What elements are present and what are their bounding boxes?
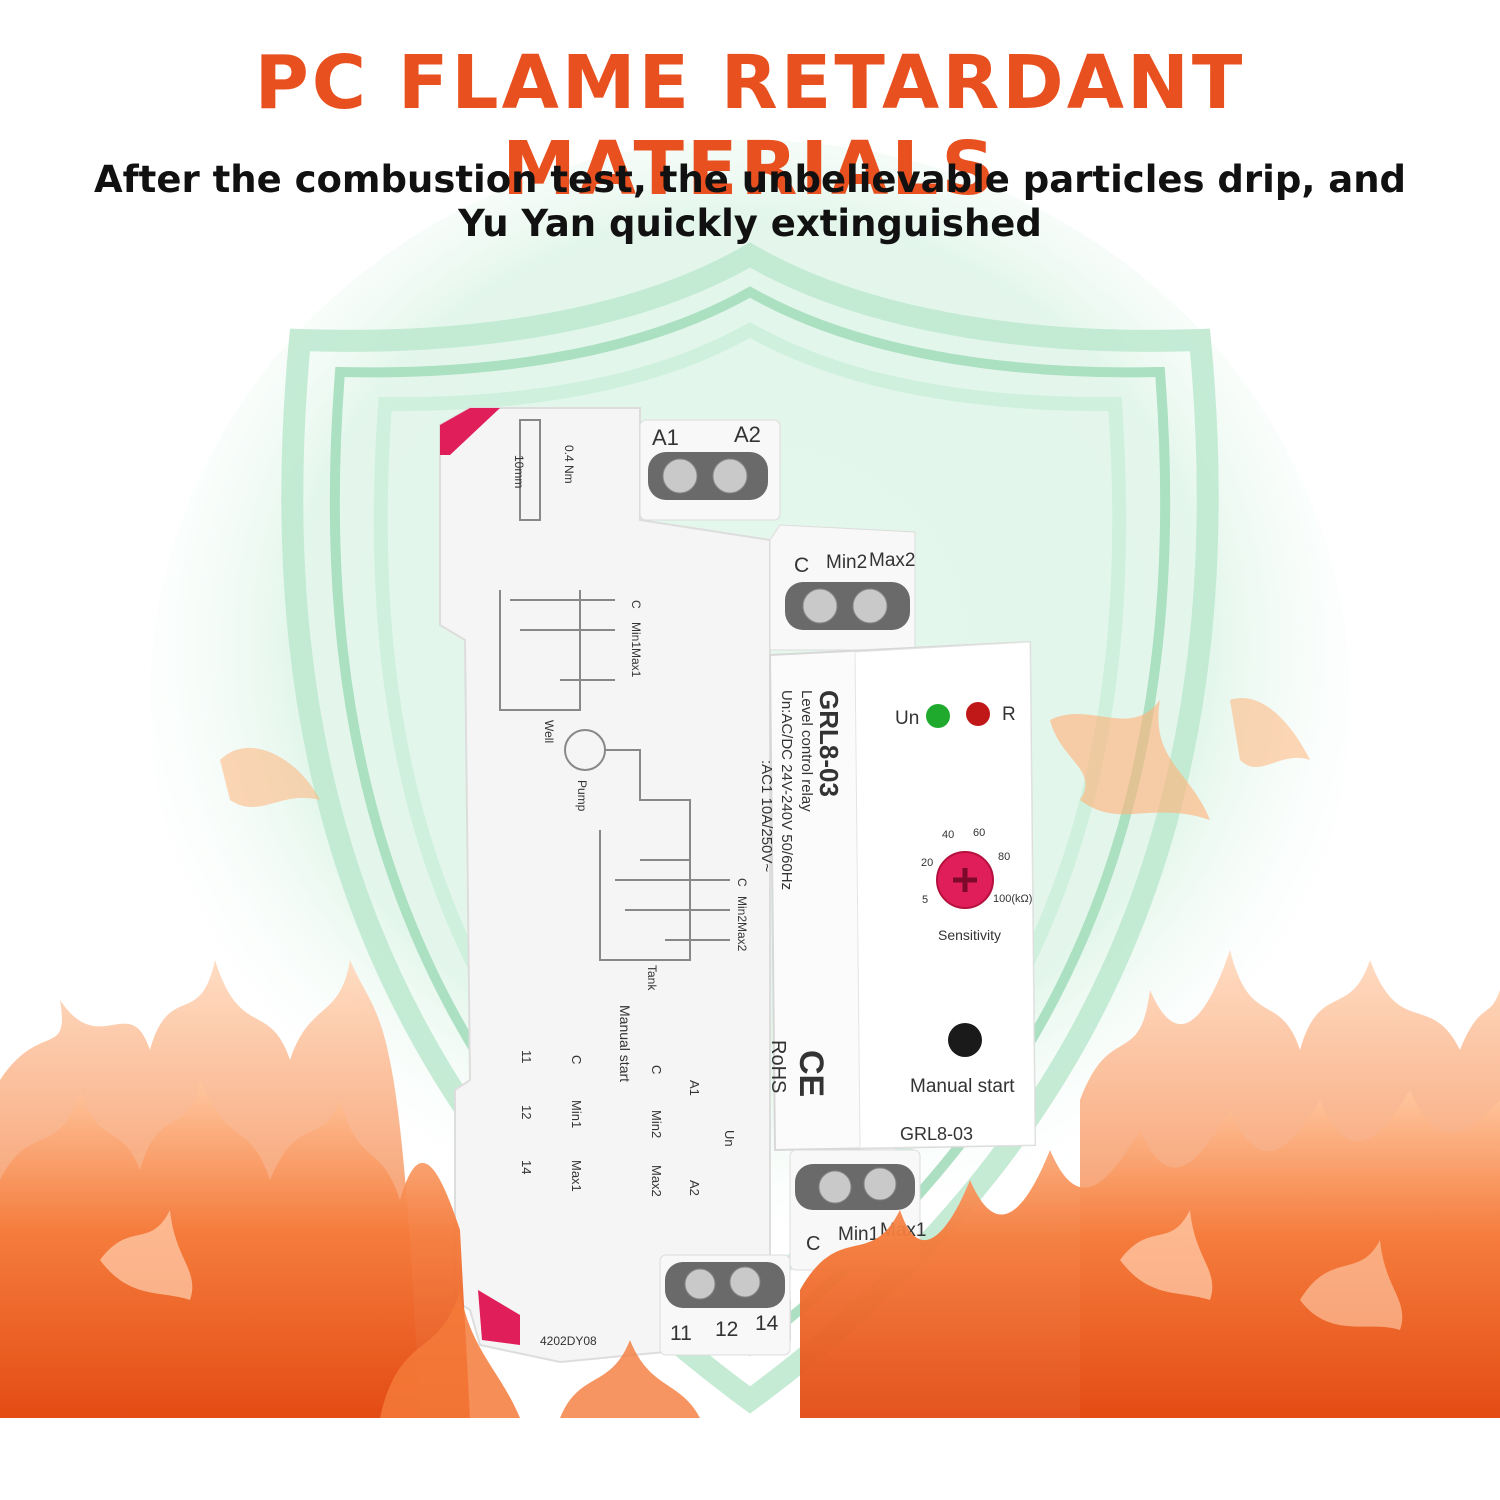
wire-min1-label: Min1 xyxy=(569,1100,584,1128)
wire-c-label: C xyxy=(649,1065,664,1074)
subline: After the combustion test, the unbelieva… xyxy=(93,158,1407,245)
led-r-label: R xyxy=(1002,704,1016,725)
dial-tick: 60 xyxy=(973,827,985,839)
wire-11-label: 11 xyxy=(519,1050,534,1064)
din-clip-bottom xyxy=(478,1290,520,1345)
headline: PC FLAME RETARDANT MATERIALS xyxy=(254,40,1246,212)
wire-min2-label: Min2 xyxy=(649,1110,664,1138)
diagram-tank-label: Tank xyxy=(645,965,659,991)
side-manual-start-label: Manual start xyxy=(617,1005,633,1082)
sensitivity-label: Sensitivity xyxy=(938,927,1001,943)
side-spec-ac: :AC1 10A/250V~ xyxy=(758,760,775,872)
wire-max2-label: Max2 xyxy=(649,1165,664,1197)
diagram-pump-label: Pump xyxy=(575,780,589,812)
screw-icon xyxy=(729,1266,761,1298)
din-clip-top xyxy=(440,408,500,455)
serial-label: 4202DY08 xyxy=(540,1334,597,1348)
screw-icon xyxy=(684,1268,716,1300)
rohs-label: RoHS xyxy=(767,1040,789,1093)
diagram-c2-label: C xyxy=(735,878,749,887)
dial-tick: 40 xyxy=(942,829,954,841)
terminal-a2: A2 xyxy=(734,422,761,447)
terminal-c-mid: C xyxy=(794,554,809,577)
dial-ticks: 5 20 40 60 80 100(kΩ) xyxy=(921,827,1032,906)
wire-c2-label: C xyxy=(569,1055,584,1064)
ce-mark-icon: CE xyxy=(792,1050,830,1097)
terminal-min1: Min1 xyxy=(838,1224,879,1245)
wire-12-label: 12 xyxy=(519,1105,534,1119)
screw-icon xyxy=(662,458,698,494)
flames-front xyxy=(0,1080,1500,1418)
terminal-11: 11 xyxy=(670,1322,692,1345)
wiring-diagram xyxy=(499,419,730,961)
terminal-14: 14 xyxy=(755,1312,779,1335)
side-model-label: GRL8-03 xyxy=(814,690,844,797)
screw-icon xyxy=(863,1167,897,1201)
bottom-white-strip xyxy=(0,1418,1500,1500)
screw-icon xyxy=(802,588,838,624)
led-un-label: Un xyxy=(895,708,919,729)
wire-a1-label: A1 xyxy=(687,1080,702,1096)
relay-led-icon xyxy=(966,702,990,726)
wire-a2-label: A2 xyxy=(687,1180,702,1196)
dial-tick: 20 xyxy=(921,857,933,869)
power-led-icon xyxy=(926,704,950,728)
wire-max1-label: Max1 xyxy=(569,1160,584,1192)
front-model-label: GRL8-03 xyxy=(900,1124,973,1144)
manual-start-label: Manual start xyxy=(910,1076,1015,1097)
dial-tick: 80 xyxy=(998,851,1010,863)
terminal-c-low: C xyxy=(806,1233,820,1255)
torque-label: 0.4 Nm xyxy=(562,445,576,484)
screw-icon xyxy=(818,1170,852,1204)
diagram-c1-label: C xyxy=(629,600,643,609)
dial-tick: 5 xyxy=(922,894,928,906)
terminal-max2: Max2 xyxy=(869,550,915,571)
diagram-min2max2-label: Min2Max2 xyxy=(735,896,749,952)
diagram-min1max1-label: Min1Max1 xyxy=(629,622,643,678)
screw-icon xyxy=(852,588,888,624)
strip-length-label: 10mm xyxy=(512,455,526,488)
wire-un-label: Un xyxy=(722,1130,737,1147)
wire-14-label: 14 xyxy=(519,1160,534,1174)
terminal-a1: A1 xyxy=(652,425,679,450)
screw-icon xyxy=(712,458,748,494)
terminal-min2: Min2 xyxy=(826,552,867,573)
terminal-12: 12 xyxy=(715,1318,738,1341)
side-desc-label: Level control relay xyxy=(798,690,815,812)
relay-device: A1 A2 C Min2 Max2 Un R 5 20 40 60 80 100… xyxy=(439,407,1037,1364)
diagram-well-label: Well xyxy=(542,720,556,743)
dial-tick: 100(kΩ) xyxy=(993,893,1032,905)
manual-start-button[interactable] xyxy=(948,1023,982,1057)
side-spec-un: Un:AC/DC 24V-240V 50/60Hz xyxy=(778,690,795,890)
